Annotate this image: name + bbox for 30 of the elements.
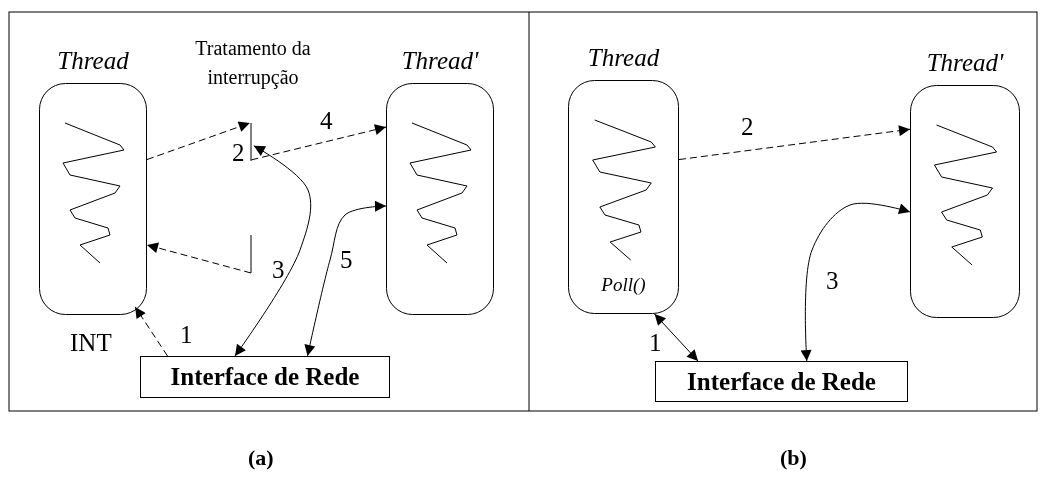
arrow xyxy=(304,200,387,357)
handler-title: Tratamento da interrupção xyxy=(178,34,328,96)
step-number: 1 xyxy=(649,330,662,355)
step-number: 1 xyxy=(180,322,193,347)
step-number: 5 xyxy=(340,247,353,272)
arrow xyxy=(800,202,911,362)
arrow xyxy=(146,242,252,274)
step-number: 4 xyxy=(320,108,333,133)
handler-mark xyxy=(249,235,253,273)
step-number: 3 xyxy=(826,268,839,293)
thread-title: Thread' xyxy=(925,49,1005,77)
handler-mark xyxy=(249,123,253,161)
arrow xyxy=(654,313,699,362)
step-number: 3 xyxy=(272,257,285,282)
arrow xyxy=(234,145,312,357)
network-interface-box: Interface de Rede xyxy=(655,361,908,402)
panel-caption: (b) xyxy=(780,447,807,469)
thread-title: Thread xyxy=(586,44,661,72)
step-number: 2 xyxy=(232,140,245,165)
arrow xyxy=(250,124,387,161)
panel-caption: (a) xyxy=(248,447,274,469)
step-number: 2 xyxy=(741,114,754,139)
function-call-text: Poll() xyxy=(600,274,647,296)
arrow xyxy=(678,125,911,161)
network-interface-box: Interface de Rede xyxy=(140,356,390,398)
arrow xyxy=(134,306,168,357)
interrupt-label: INT xyxy=(70,330,112,355)
arrow xyxy=(146,121,251,161)
thread-title: Thread' xyxy=(400,47,480,75)
thread-title: Thread xyxy=(56,47,130,75)
